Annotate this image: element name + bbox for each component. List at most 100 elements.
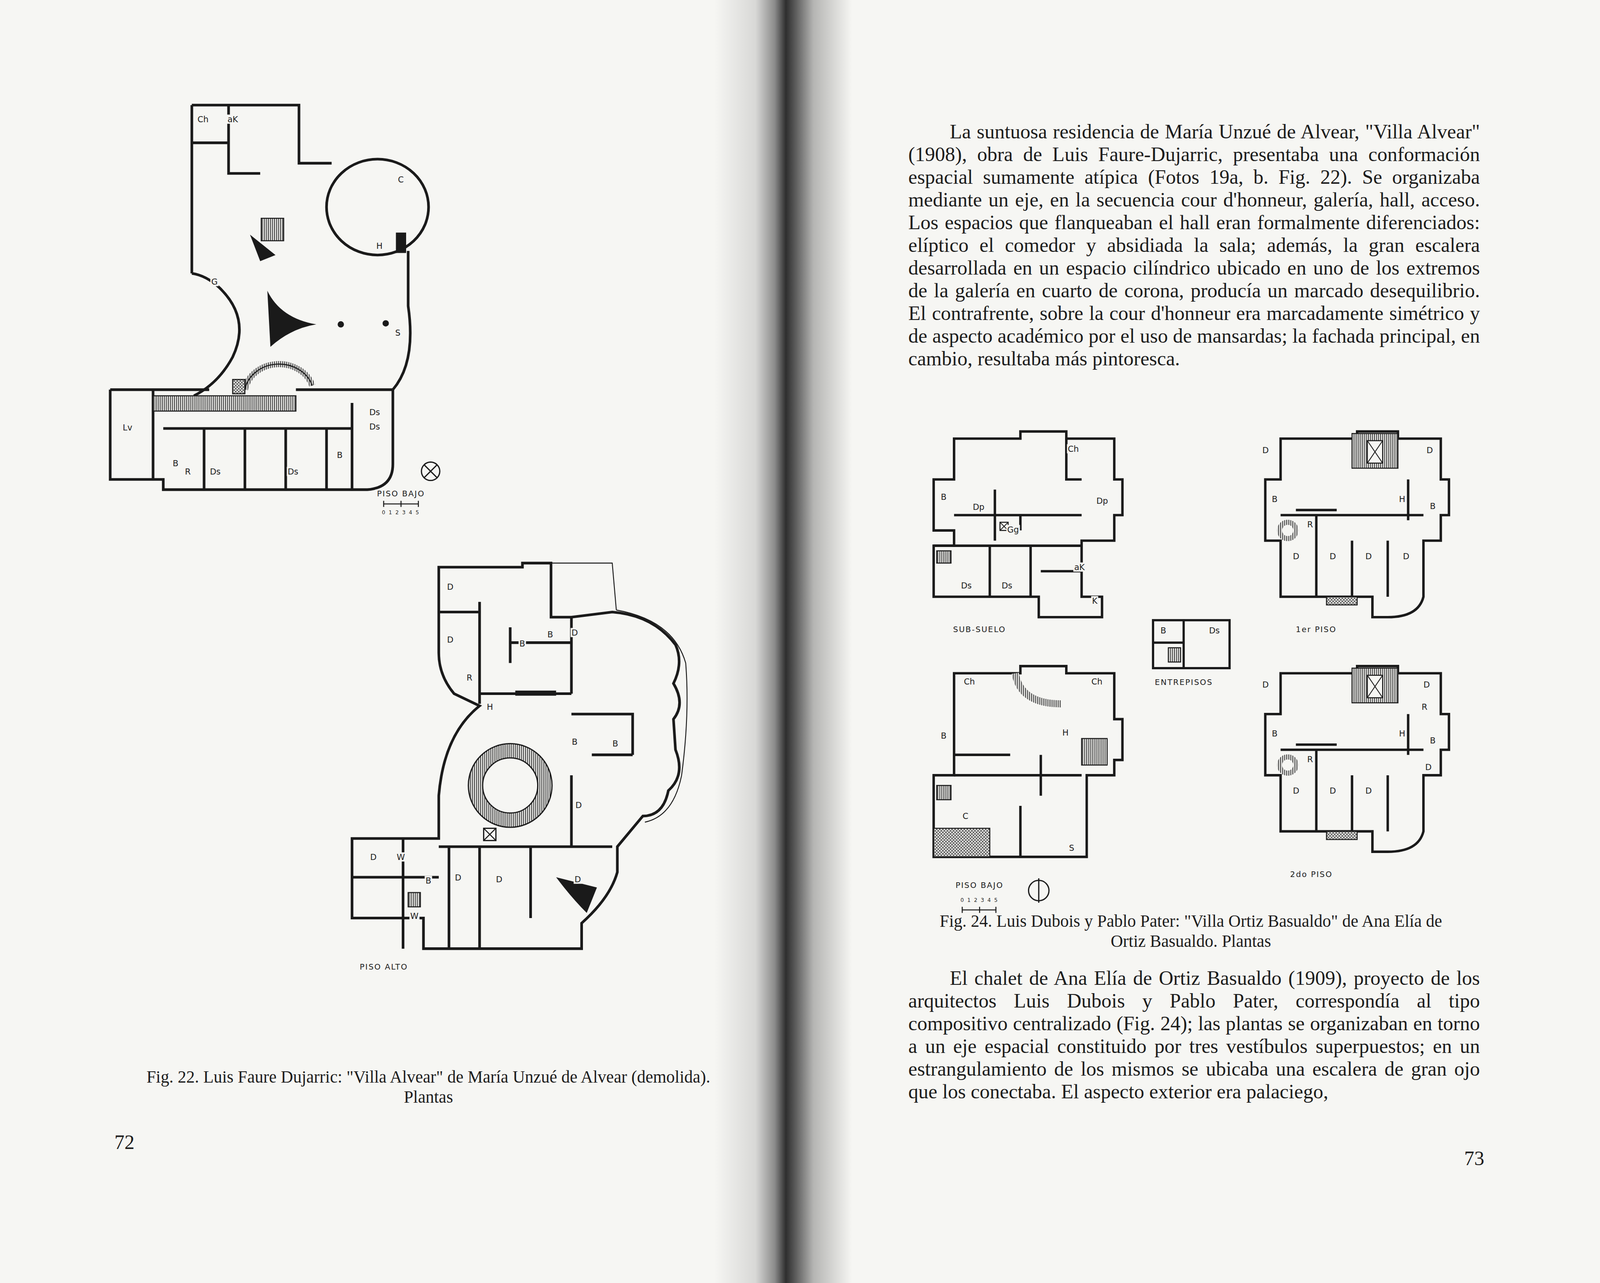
label-slot: H <box>486 702 494 712</box>
label-slot: D <box>574 800 583 811</box>
room-label: Ch <box>1066 444 1080 454</box>
room-label: B <box>1270 494 1279 504</box>
plan-title: ENTREPISOS <box>1153 678 1215 687</box>
body-paragraph: El chalet de Ana Elía de Ortiz Basualdo … <box>908 967 1480 1104</box>
label-slot: R <box>1420 702 1428 712</box>
label-slot: D <box>1261 680 1270 690</box>
room-label: D <box>446 635 455 645</box>
label-slot: Ch <box>1090 677 1104 687</box>
floor-plan-ground-villa <box>933 666 1123 914</box>
label-slot: R <box>183 467 192 477</box>
label-slot: SUB-SUELO <box>951 625 1008 635</box>
label-slot: H <box>375 241 384 251</box>
scale-numbers: 0 1 2 3 4 5 <box>381 510 421 516</box>
room-label: D <box>1425 445 1435 456</box>
label-slot: aK <box>226 114 239 125</box>
label-slot: D <box>1328 551 1338 562</box>
room-label: D <box>1402 551 1411 562</box>
room-label: D <box>1292 551 1301 562</box>
room-label: H <box>1398 729 1407 739</box>
label-slot: W <box>396 852 407 863</box>
room-label: B <box>335 450 344 460</box>
label-slot: Fig. 22. Luis Faure Dujarric: "Villa Alv… <box>122 1067 735 1108</box>
room-label: B <box>939 492 948 502</box>
room-label: H <box>1398 494 1407 504</box>
label-slot: B <box>424 876 432 886</box>
room-label: H <box>375 241 384 251</box>
room-label: B <box>424 876 432 886</box>
label-slot: La suntuosa residencia de María Unzué de… <box>908 120 1480 371</box>
room-label: D <box>1261 445 1270 456</box>
label-slot: Lv <box>121 423 134 433</box>
room-label: B <box>1428 501 1437 511</box>
label-slot: B <box>1270 729 1279 739</box>
label-slot: B <box>1428 501 1437 511</box>
room-label: Ch <box>1090 677 1104 687</box>
label-slot: 1er PISO <box>1294 625 1338 635</box>
room-label: Dp <box>972 502 986 512</box>
room-label: Ds <box>960 581 973 591</box>
room-label: Ds <box>1000 581 1014 591</box>
label-slot: Gg <box>1006 525 1021 535</box>
label-slot: C <box>396 175 405 185</box>
room-label: Gg <box>1006 525 1021 535</box>
label-slot: H <box>1398 494 1407 504</box>
label-slot: S <box>1068 843 1076 853</box>
floor-plan-ground <box>110 105 440 508</box>
room-label: B <box>546 630 554 640</box>
room-label: S <box>394 328 402 338</box>
room-label: D <box>1422 680 1432 690</box>
label-slot: B <box>939 492 948 502</box>
room-label: B <box>171 458 180 469</box>
room-label: B <box>1270 729 1279 739</box>
room-label: Ch <box>962 677 976 687</box>
room-label: Lv <box>121 423 134 433</box>
label-slot: D <box>454 873 463 883</box>
room-label: S <box>1068 843 1076 853</box>
label-slot: aK <box>1073 562 1086 573</box>
label-slot: B <box>1428 736 1437 746</box>
room-label: W <box>396 852 407 863</box>
label-slot: D <box>1328 786 1338 796</box>
body-paragraph: La suntuosa residencia de María Unzué de… <box>908 120 1480 371</box>
label-slot: El chalet de Ana Elía de Ortiz Basualdo … <box>908 967 1480 1104</box>
label-slot: PISO ALTO <box>358 962 410 972</box>
label-slot: H <box>1398 729 1407 739</box>
label-slot: B <box>335 450 344 460</box>
room-label: R <box>465 673 473 683</box>
label-slot: D <box>1364 786 1373 796</box>
room-label: B <box>518 639 526 649</box>
label-slot: 0 1 2 3 4 5 <box>959 896 1000 904</box>
label-slot: G <box>210 277 219 287</box>
label-slot: Ds <box>368 422 382 432</box>
room-label: Ds <box>368 407 382 418</box>
room-label: D <box>495 875 504 885</box>
room-label: H <box>1061 728 1070 738</box>
label-slot: ENTREPISOS <box>1153 678 1215 687</box>
room-label: D <box>369 852 378 863</box>
room-label: D <box>1424 762 1433 773</box>
label-slot: D <box>1425 445 1435 456</box>
label-slot: D <box>1402 551 1411 562</box>
room-label: aK <box>226 114 239 125</box>
label-slot: Ch <box>1066 444 1080 454</box>
plan-title: PISO BAJO <box>954 881 1005 890</box>
label-slot: 0 1 2 3 4 5 <box>381 508 421 517</box>
label-slot: D <box>1292 551 1301 562</box>
label-slot: PISO BAJO <box>954 881 1005 890</box>
room-label: Ds <box>1208 626 1221 636</box>
figure-caption: Fig. 22. Luis Faure Dujarric: "Villa Alv… <box>122 1067 735 1108</box>
label-slot: R <box>465 673 473 683</box>
label-slot: B <box>1270 494 1279 504</box>
page-number: 73 <box>1464 1148 1485 1169</box>
room-label: G <box>210 277 219 287</box>
floor-plan-first <box>1265 431 1450 618</box>
room-label: D <box>454 873 463 883</box>
label-slot: H <box>1061 728 1070 738</box>
room-label: R <box>1306 520 1314 530</box>
label-slot: D <box>570 628 580 638</box>
room-label: B <box>939 731 948 741</box>
room-label: C <box>961 811 969 821</box>
label-slot: Ds <box>1208 626 1221 636</box>
